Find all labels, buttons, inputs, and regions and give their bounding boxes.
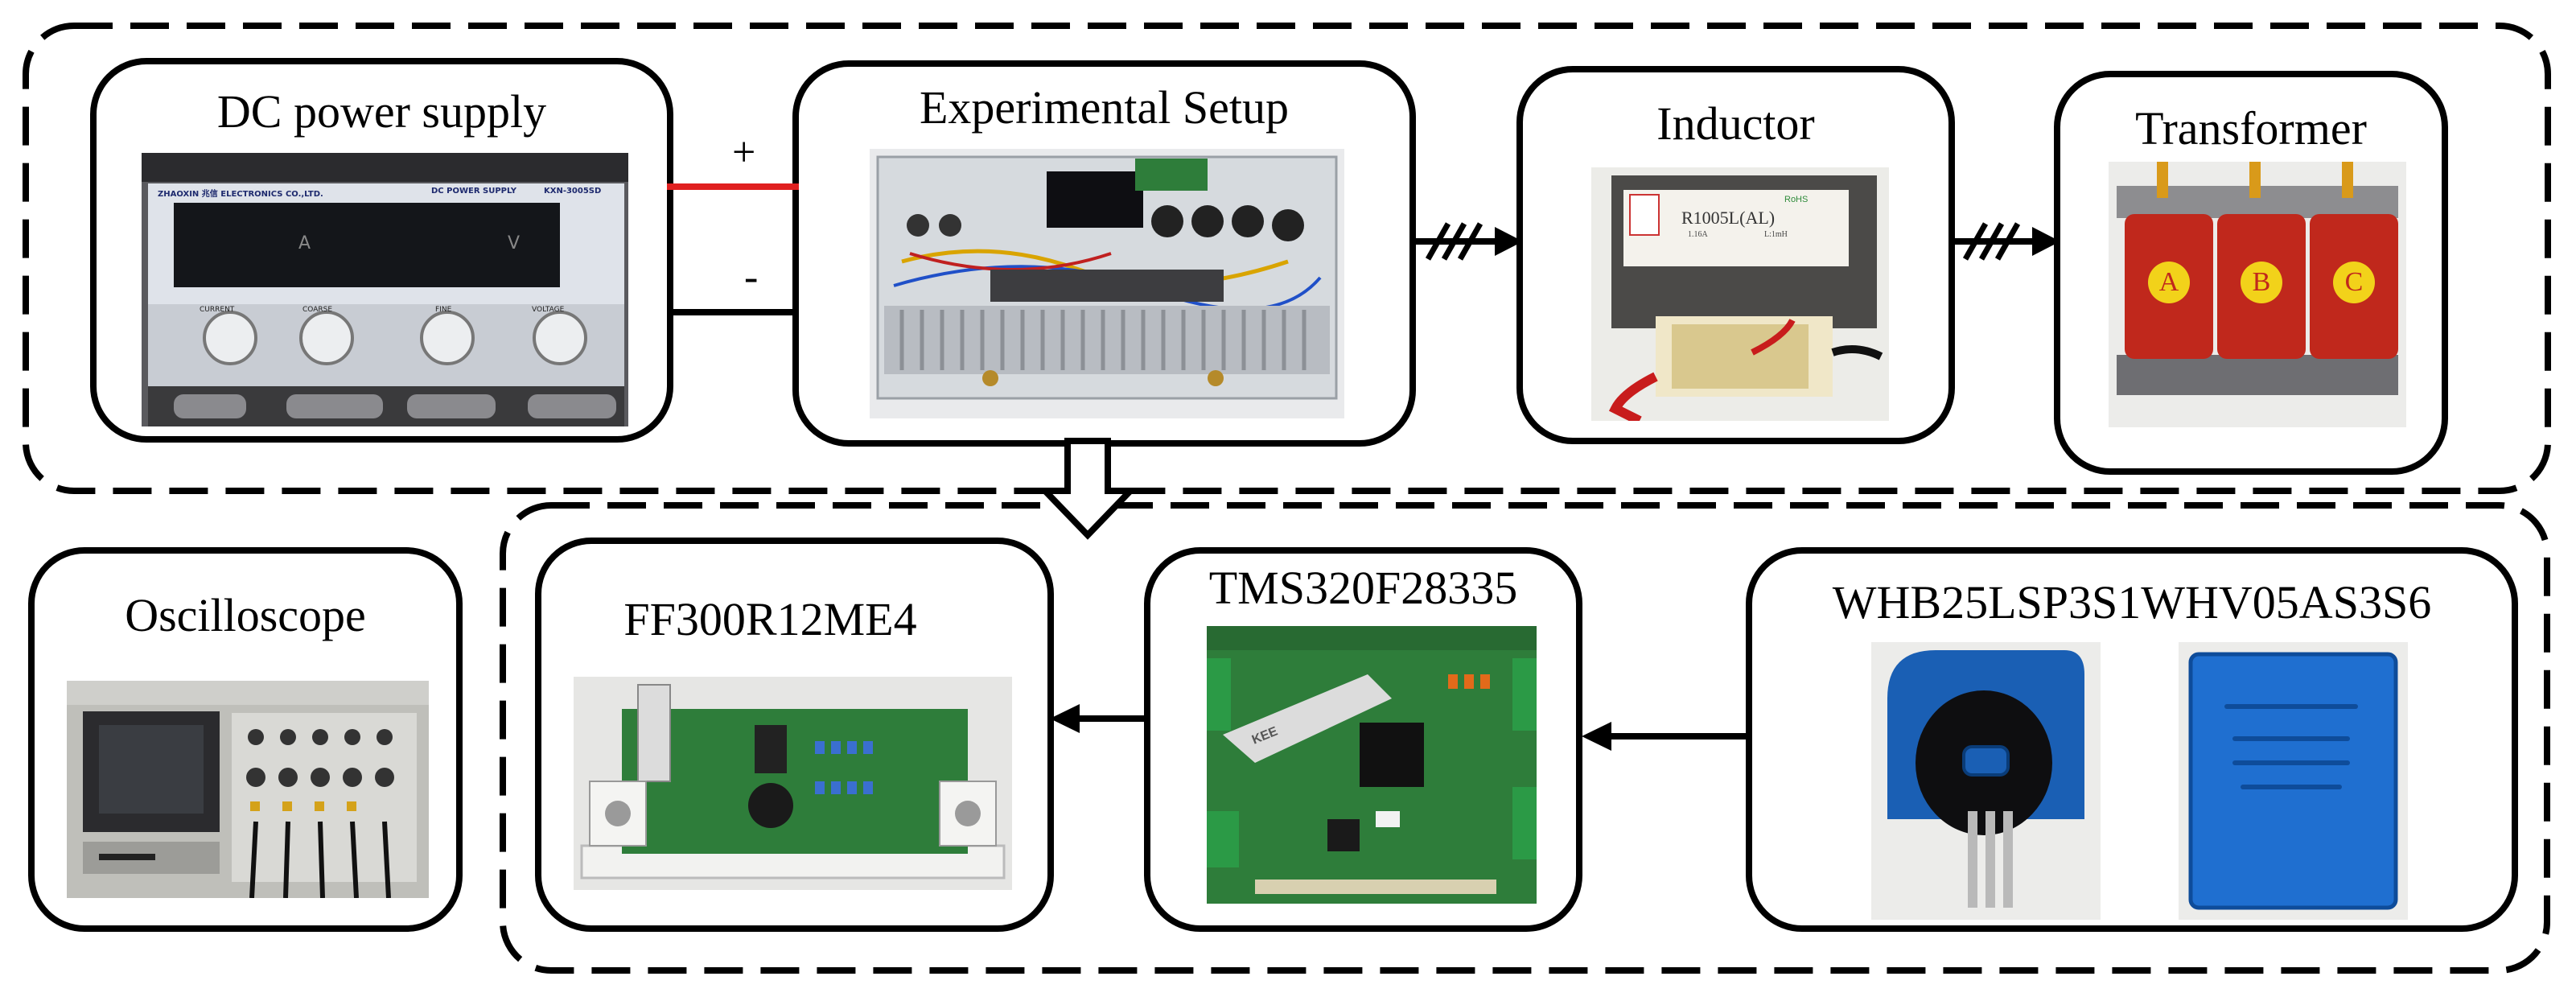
psu-knob-voltage-label: VOLTAGE [532, 306, 565, 314]
sensors-to-dsp-arrow [1582, 722, 1747, 751]
negative-sign: - [744, 254, 759, 300]
dsp-board-label: TMS320F28335 [1208, 562, 1518, 614]
transformer-photo: A B C [2109, 162, 2406, 427]
voltage-sensor-photo [2179, 642, 2408, 920]
igbt-module-block: FF300R12ME4 [535, 538, 1054, 932]
dc-power-supply-photo: ZHAOXIN 兆信 ELECTRONICS CO.,LTD. DC POWER… [142, 153, 628, 426]
power-stage-group [23, 23, 2551, 494]
sensors-block: WHB25LSP3S1WHV05AS3S6 [1746, 547, 2518, 932]
psu-title-text: DC POWER SUPPLY [431, 187, 517, 196]
setup-to-inductor-arrow [1409, 222, 1523, 261]
inductor-block: Inductor R1005L(AL) 1.16A L:1mH RoHS [1516, 66, 1955, 444]
inductor-nameplate-mark: RoHS [1784, 195, 1809, 204]
inductor-nameplate-rating-right: L:1mH [1764, 230, 1788, 239]
psu-volt-unit: V [508, 233, 521, 253]
inductor-nameplate-rating-left: 1.16A [1688, 230, 1708, 239]
psu-brand-text: ZHAOXIN 兆信 ELECTRONICS CO.,LTD. [158, 190, 323, 199]
inductor-nameplate-model: R1005L(AL) [1681, 208, 1776, 228]
psu-model-text: KXN-3005SD [544, 187, 602, 196]
transformer-label: Transformer [2135, 102, 2367, 154]
dsp-board-photo: KEE [1207, 626, 1537, 904]
igbt-module-label: FF300R12ME4 [623, 593, 917, 645]
transformer-block: Transformer A B C [2054, 71, 2448, 475]
sensors-label: WHB25LSP3S1WHV05AS3S6 [1832, 576, 2432, 628]
dc-power-supply-label: DC power supply [216, 85, 547, 138]
igbt-module-photo [574, 677, 1012, 890]
positive-sign: + [732, 130, 756, 175]
oscilloscope-block: Oscilloscope [28, 547, 463, 932]
psu-knob-fine-label: FINE [435, 306, 452, 314]
inductor-to-transformer-arrow [1948, 222, 2060, 261]
transformer-phase-b: B [2252, 267, 2271, 297]
dsp-board-block: TMS320F28335 KEE [1144, 547, 1582, 932]
psu-amp-unit: A [298, 233, 311, 253]
transformer-phase-c: C [2344, 267, 2364, 297]
dsp-to-igbt-arrow [1050, 704, 1145, 733]
setup-down-hollow-arrow [1037, 438, 1138, 540]
psu-knob-coarse-label: COARSE [302, 306, 333, 314]
inductor-label: Inductor [1656, 97, 1815, 150]
inductor-photo: R1005L(AL) 1.16A L:1mH RoHS [1591, 167, 1889, 421]
experimental-setup-photo [870, 149, 1344, 418]
oscilloscope-photo [67, 681, 429, 898]
oscilloscope-label: Oscilloscope [125, 589, 366, 641]
current-sensor-photo [1871, 642, 2101, 920]
transformer-phase-a: A [2158, 267, 2179, 297]
control-stage-group [500, 502, 2550, 974]
psu-knob-current-label: CURRENT [200, 306, 235, 314]
experimental-setup-block: Experimental Setup [792, 60, 1416, 447]
dc-power-supply-block: DC power supply ZHAOXIN 兆信 ELECTRONICS C… [90, 58, 673, 443]
experimental-setup-label: Experimental Setup [919, 81, 1290, 134]
